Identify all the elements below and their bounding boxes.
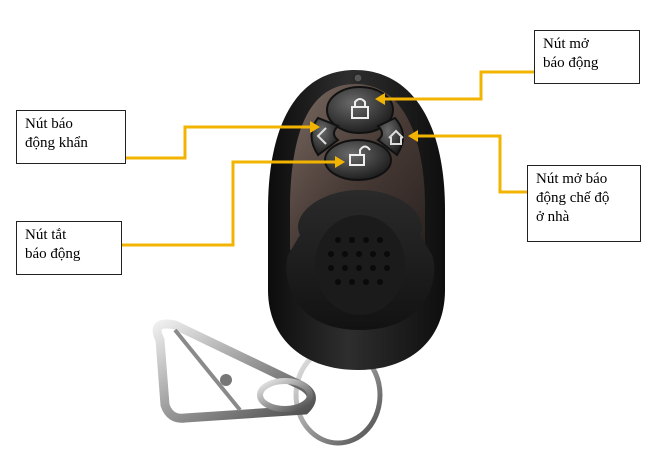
label-home-mode: Nút mở báo động chế độ ở nhà <box>527 165 641 242</box>
lock-icon <box>351 98 369 119</box>
label-panic: Nút báo động khẩn <box>16 110 126 164</box>
grip-dots <box>328 237 390 285</box>
label-open-alarm-line1: Nút mở <box>543 36 589 52</box>
label-disarm-line2: báo động <box>25 246 81 262</box>
label-home-mode-line3: ở nhà <box>536 209 570 225</box>
callout-arrowheads <box>310 93 418 168</box>
label-disarm: Nút tắt báo động <box>16 221 122 275</box>
callout-panic <box>126 125 312 160</box>
unlock-button[interactable] <box>324 139 392 181</box>
label-panic-line2: động khẩn <box>25 135 88 151</box>
label-panic-line1: Nút báo <box>25 116 73 132</box>
home-icon <box>388 129 404 145</box>
label-home-mode-line2: động chế độ <box>536 190 610 206</box>
callout-lines <box>122 70 534 247</box>
led-indicator <box>353 73 363 83</box>
chevron-left-icon <box>316 127 327 145</box>
label-disarm-line1: Nút tắt <box>25 227 67 243</box>
callout-open <box>383 70 534 101</box>
remote-body <box>268 70 445 370</box>
label-open-alarm: Nút mở báo động <box>534 30 640 84</box>
label-open-alarm-line2: báo động <box>543 55 599 71</box>
callout-home <box>416 134 527 194</box>
callout-disarm <box>122 160 337 247</box>
label-home-mode-line1: Nút mở báo <box>536 171 608 187</box>
unlock-icon <box>349 145 371 166</box>
